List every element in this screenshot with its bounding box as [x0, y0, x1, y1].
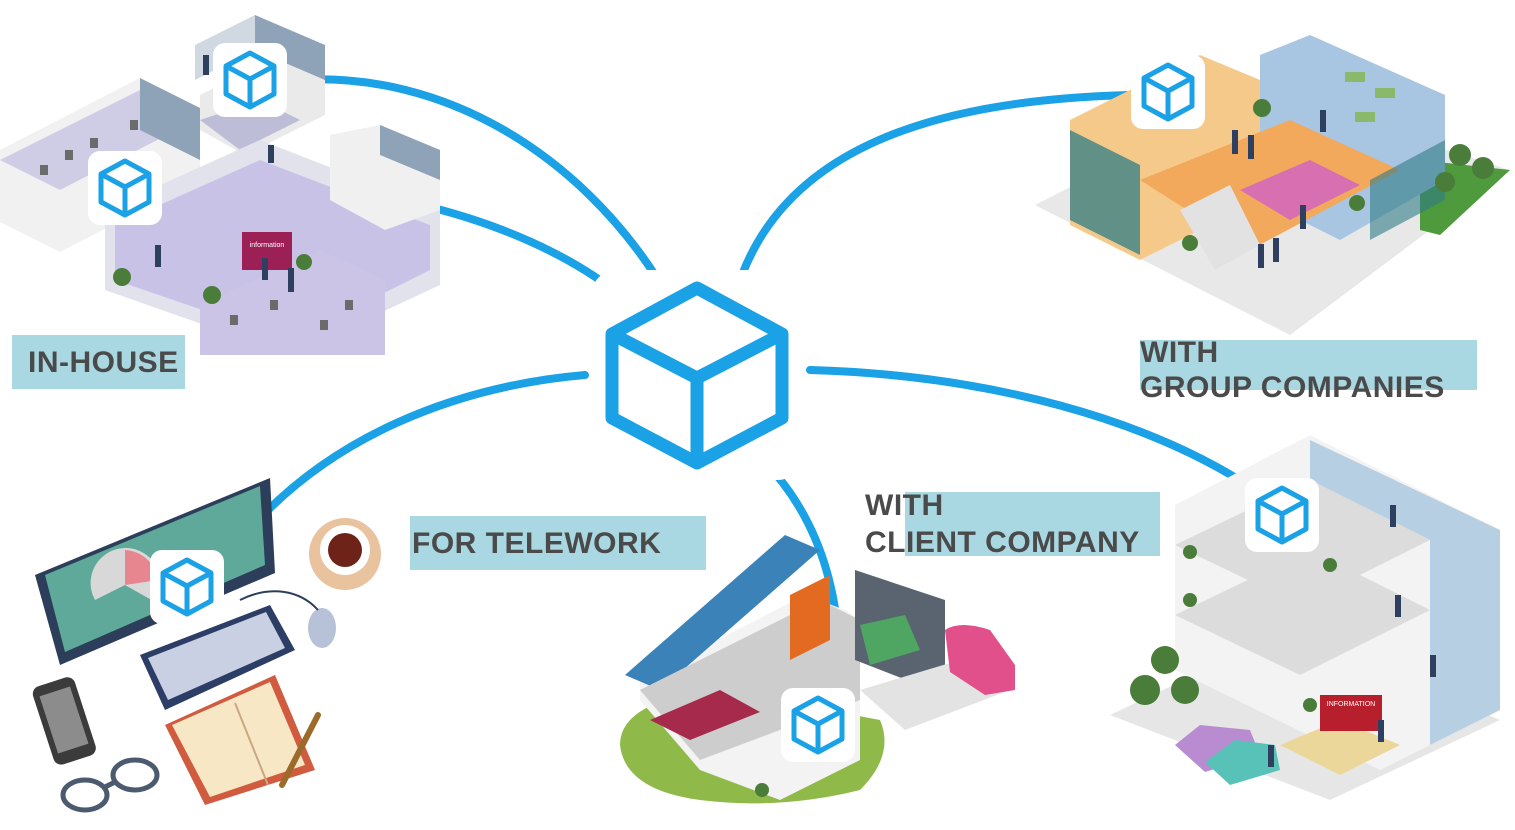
node-cube-icon-telework — [150, 550, 224, 624]
link-group — [738, 91, 1134, 279]
telework-label-bg — [410, 516, 706, 570]
label-client-line1: WITH — [865, 489, 944, 522]
node-cube-icon-inhouse-2 — [88, 151, 162, 225]
group-label-bg — [1140, 340, 1477, 390]
node-cube-icon-inhouse-1 — [213, 43, 287, 117]
node-cube-icon-group — [1131, 55, 1205, 129]
group-office-illustration — [1035, 35, 1510, 335]
link-inhouse-top — [291, 75, 659, 279]
inhouse-info-sign: information — [250, 242, 285, 249]
client-info-sign: INFORMATION — [1327, 701, 1375, 708]
label-group-line1: WITH — [1140, 336, 1219, 369]
telework-desk-illustration — [32, 478, 381, 813]
hub-cube-icon — [592, 270, 802, 480]
inhouse-label-bg — [12, 335, 185, 389]
node-cube-icon-partner — [1245, 478, 1319, 552]
link-partner — [806, 366, 1259, 494]
label-client-line2: CLIENT COMPANY — [865, 526, 1140, 559]
house-illustration — [620, 535, 1015, 804]
client-label-bg — [905, 492, 1160, 556]
label-telework: FOR TELEWORK — [412, 527, 662, 560]
node-cube-icon-client — [781, 688, 855, 762]
label-in-house: IN-HOUSE — [28, 346, 179, 379]
label-group-line2: GROUP COMPANIES — [1140, 371, 1445, 404]
